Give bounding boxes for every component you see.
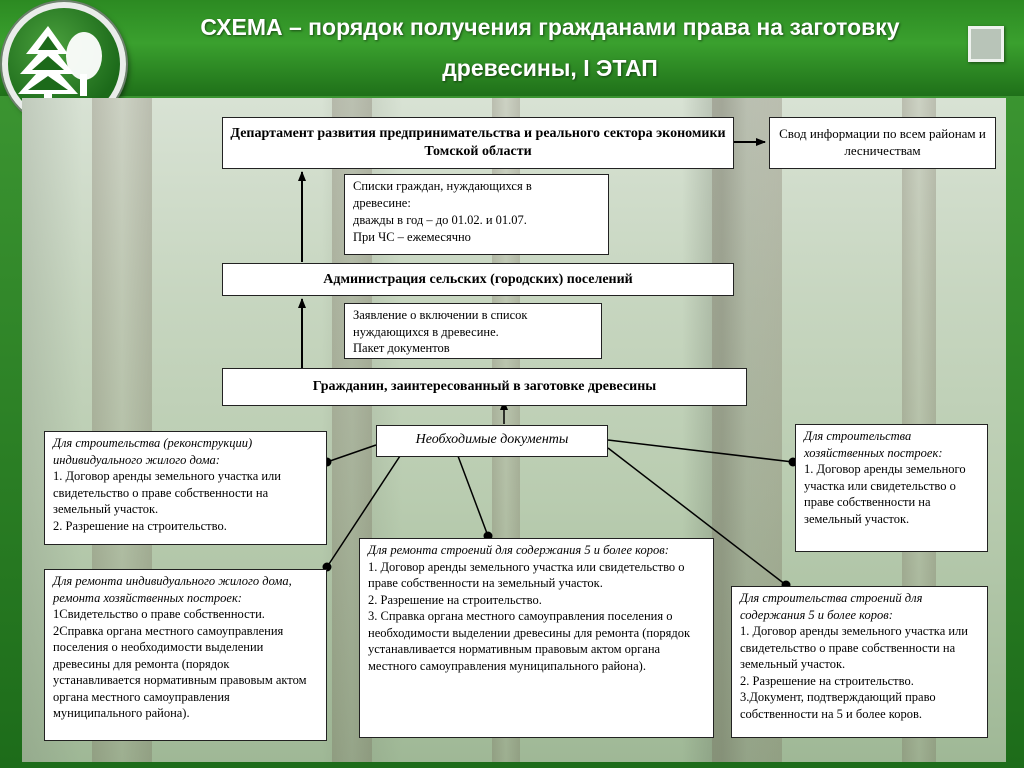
administration-box: Администрация сельских (городских) посел…: [222, 263, 734, 296]
documents-label: Необходимые документы: [416, 432, 569, 447]
repair-barn-item-3: 3. Справка органа местного самоуправлени…: [368, 608, 705, 674]
lists-box: Списки граждан, нуждающихся в древесине:…: [344, 174, 609, 255]
administration-label: Администрация сельских (городских) посел…: [323, 271, 632, 289]
lists-line-2: древесине:: [353, 195, 600, 212]
repair-barn-box: Для ремонта строений для содержания 5 и …: [359, 538, 714, 738]
repair-barn-heading: Для ремонта строений для содержания 5 и …: [368, 542, 705, 559]
outbuildings-heading: Для строительства хозяйственных построек…: [804, 428, 979, 461]
build-barn-box: Для строительства строений для содержани…: [731, 586, 988, 738]
department-box: Департамент развития предпринимательства…: [222, 117, 734, 169]
application-line-1: Заявление о включении в список: [353, 307, 593, 324]
repair-house-box: Для ремонта индивидуального жилого дома,…: [44, 569, 327, 741]
repair-house-item-1: 1Свидетельство о праве собственности.: [53, 606, 318, 623]
repair-house-heading: Для ремонта индивидуального жилого дома,…: [53, 573, 318, 606]
application-line-3: Пакет документов: [353, 340, 593, 357]
build-barn-item-2: 2. Разрешение на строительство.: [740, 673, 979, 690]
documents-box: Необходимые документы: [376, 425, 608, 457]
individual-construction-item-2: 2. Разрешение на строительство.: [53, 518, 318, 535]
individual-construction-item-1: 1. Договор аренды земельного участка или…: [53, 468, 318, 518]
application-line-2: нуждающихся в древесине.: [353, 324, 593, 341]
citizen-box: Гражданин, заинтересованный в заготовке …: [222, 368, 747, 406]
outbuildings-item-1: 1. Договор аренды земельного участка или…: [804, 461, 979, 527]
repair-house-item-2: 2Справка органа местного самоуправления …: [53, 623, 318, 722]
title-bar: СХЕМА – порядок получения гражданами пра…: [0, 0, 1024, 96]
lists-line-1: Списки граждан, нуждающихся в: [353, 178, 600, 195]
repair-barn-item-1: 1. Договор аренды земельного участка или…: [368, 559, 705, 592]
citizen-label: Гражданин, заинтересованный в заготовке …: [313, 378, 656, 396]
summary-label: Свод информации по всем районам и леснич…: [779, 126, 986, 158]
lists-line-3: дважды в год – до 01.02. и 01.07.: [353, 212, 600, 229]
department-label: Департамент развития предпринимательства…: [229, 125, 727, 161]
summary-box: Свод информации по всем районам и леснич…: [769, 117, 996, 169]
lists-line-4: При ЧС – ежемесячно: [353, 229, 600, 246]
square-button-icon[interactable]: [968, 26, 1004, 62]
build-barn-heading: Для строительства строений для содержани…: [740, 590, 979, 623]
slide-title-line2: древесины, I ЭТАП: [130, 55, 970, 82]
build-barn-item-1: 1. Договор аренды земельного участка или…: [740, 623, 979, 673]
individual-construction-heading: Для строительства (реконструкции) индиви…: [53, 435, 318, 468]
application-box: Заявление о включении в список нуждающих…: [344, 303, 602, 359]
individual-construction-box: Для строительства (реконструкции) индиви…: [44, 431, 327, 545]
build-barn-item-3: 3.Документ, подтверждающий право собстве…: [740, 689, 979, 722]
outbuildings-box: Для строительства хозяйственных построек…: [795, 424, 988, 552]
slide-title-line1: СХЕМА – порядок получения гражданами пра…: [130, 14, 970, 41]
repair-barn-item-2: 2. Разрешение на строительство.: [368, 592, 705, 609]
